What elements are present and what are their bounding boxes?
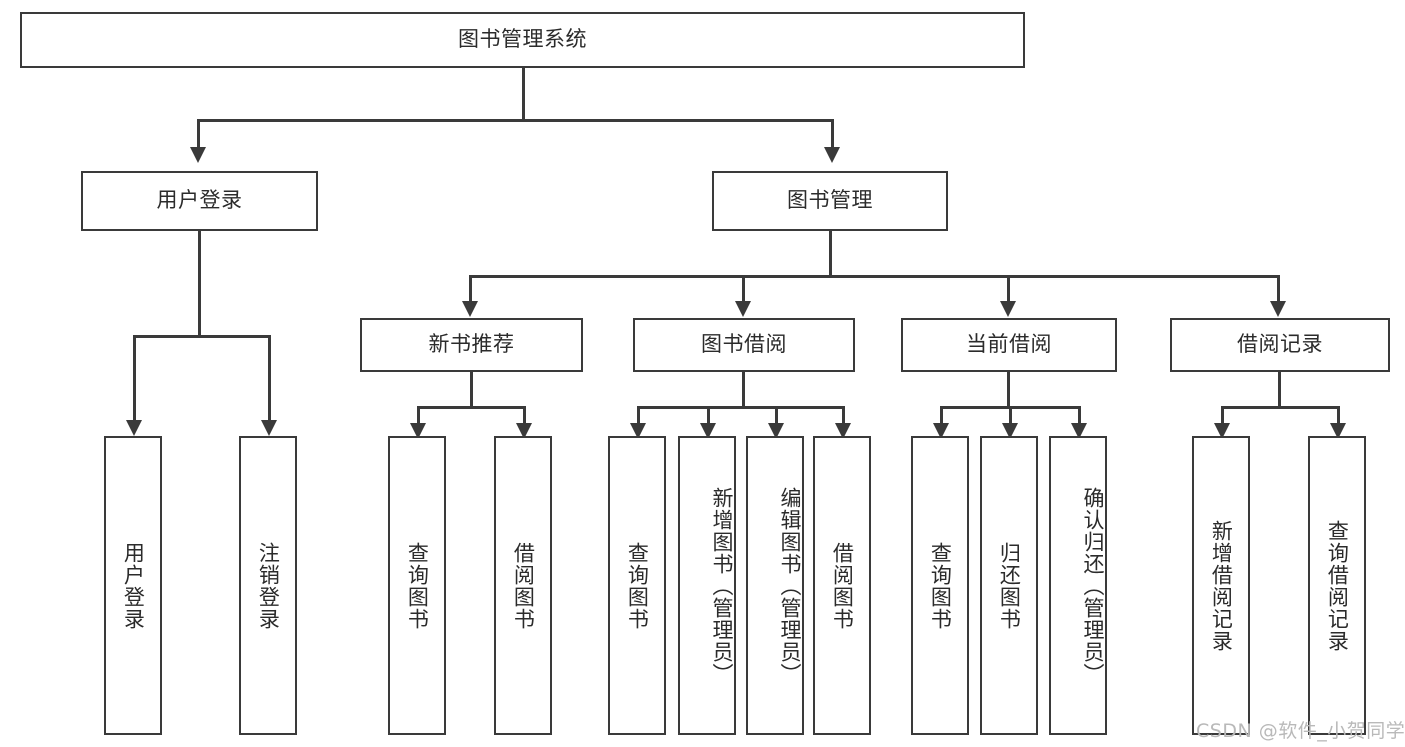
node-label: 图书管理系统 — [458, 27, 587, 52]
connector-drop-current-borrow — [1007, 275, 1010, 301]
node-label: 查询图书 — [928, 541, 953, 630]
node-label: 图书管理 — [787, 188, 873, 213]
connector-drop-book-management — [831, 119, 834, 147]
node-root-book-management-system[interactable]: 图书管理系统 — [20, 12, 1025, 68]
node-label: 图书借阅 — [701, 332, 787, 357]
node-book-borrow[interactable]: 图书借阅 — [633, 318, 855, 372]
leaf-borrow-record-query-record[interactable]: 查询借阅记录 — [1308, 436, 1366, 735]
arrowhead-book-management — [824, 147, 840, 163]
arrowhead-leaf-bb-4 — [835, 423, 851, 439]
arrowhead-leaf-cb-1 — [933, 423, 949, 439]
arrowhead-new-book-recommend — [462, 301, 478, 317]
connector-drop-book-borrow — [742, 275, 745, 301]
connector-book-management-stem — [829, 231, 832, 275]
node-label: 借阅图书 — [511, 541, 536, 630]
leaf-current-borrow-return-book[interactable]: 归还图书 — [980, 436, 1038, 735]
connector-drop-leaf-nbr-1 — [417, 406, 420, 423]
arrowhead-leaf-user-login-1 — [126, 420, 142, 436]
connector-drop-leaf-cb-3 — [1078, 406, 1081, 423]
connector-drop-leaf-br-2 — [1337, 406, 1340, 423]
node-book-management[interactable]: 图书管理 — [712, 171, 948, 231]
connector-drop-leaf-nbr-2 — [523, 406, 526, 423]
connector-borrow-record-bus — [1221, 406, 1339, 409]
arrowhead-leaf-bb-1 — [630, 423, 646, 439]
node-label: 查询借阅记录 — [1325, 519, 1350, 652]
connector-drop-new-book-recommend — [469, 275, 472, 301]
node-label: 编辑图书（管理员） — [778, 486, 802, 685]
arrowhead-book-borrow — [735, 301, 751, 317]
node-label: 归还图书 — [997, 541, 1022, 630]
connector-drop-leaf-bb-4 — [842, 406, 845, 423]
connector-drop-leaf-bb-3 — [775, 406, 778, 423]
node-new-book-recommend[interactable]: 新书推荐 — [360, 318, 583, 372]
connector-user-login-stem — [198, 231, 201, 335]
leaf-book-borrow-borrow-book[interactable]: 借阅图书 — [813, 436, 871, 735]
arrowhead-leaf-bb-2 — [700, 423, 716, 439]
node-label: 确认归还（管理员） — [1081, 486, 1105, 685]
node-label: 新增图书（管理员） — [710, 486, 734, 685]
arrowhead-leaf-cb-2 — [1002, 423, 1018, 439]
connector-new-book-recommend-bus — [417, 406, 525, 409]
leaf-new-book-query-book[interactable]: 查询图书 — [388, 436, 446, 735]
leaf-current-borrow-query-book[interactable]: 查询图书 — [911, 436, 969, 735]
arrowhead-leaf-br-1 — [1214, 423, 1230, 439]
leaf-user-login-logout[interactable]: 注销登录 — [239, 436, 297, 735]
connector-user-login-bus — [133, 335, 270, 338]
arrowhead-leaf-user-login-2 — [261, 420, 277, 436]
leaf-borrow-record-add-record[interactable]: 新增借阅记录 — [1192, 436, 1250, 735]
node-current-borrow[interactable]: 当前借阅 — [901, 318, 1117, 372]
node-label: 新书推荐 — [428, 332, 515, 357]
connector-drop-leaf-cb-1 — [940, 406, 943, 423]
node-label: 注销登录 — [256, 541, 281, 630]
node-label: 借阅记录 — [1237, 332, 1323, 357]
connector-drop-user-login — [197, 119, 200, 147]
connector-borrow-record-stem — [1278, 372, 1281, 406]
connector-drop-leaf-bb-1 — [637, 406, 640, 423]
connector-book-borrow-bus — [637, 406, 844, 409]
node-label: 查询图书 — [625, 541, 650, 630]
connector-current-borrow-stem — [1007, 372, 1010, 406]
leaf-user-login-login[interactable]: 用户登录 — [104, 436, 162, 735]
leaf-book-borrow-edit-book-admin[interactable]: 编辑图书（管理员） — [746, 436, 804, 735]
arrowhead-borrow-record — [1270, 301, 1286, 317]
connector-level3-bus — [469, 275, 1279, 278]
connector-drop-leaf-user-login-1 — [133, 335, 136, 420]
leaf-current-borrow-confirm-return-admin[interactable]: 确认归还（管理员） — [1049, 436, 1107, 735]
leaf-book-borrow-add-book-admin[interactable]: 新增图书（管理员） — [678, 436, 736, 735]
node-label: 用户登录 — [156, 188, 243, 213]
connector-level2-bus — [197, 119, 834, 122]
node-label: 用户登录 — [121, 541, 146, 630]
node-label: 新增借阅记录 — [1209, 519, 1234, 652]
csdn-watermark: CSDN @软件_小贺同学 — [1196, 720, 1405, 742]
arrowhead-user-login — [190, 147, 206, 163]
arrowhead-leaf-nbr-1 — [410, 423, 426, 439]
arrowhead-current-borrow — [1000, 301, 1016, 317]
connector-drop-borrow-record — [1277, 275, 1280, 301]
node-user-login[interactable]: 用户登录 — [81, 171, 318, 231]
connector-drop-leaf-cb-2 — [1009, 406, 1012, 423]
connector-drop-leaf-user-login-2 — [268, 335, 271, 420]
node-borrow-record[interactable]: 借阅记录 — [1170, 318, 1390, 372]
arrowhead-leaf-nbr-2 — [516, 423, 532, 439]
connector-drop-leaf-br-1 — [1221, 406, 1224, 423]
leaf-book-borrow-query-book[interactable]: 查询图书 — [608, 436, 666, 735]
connector-root-stem — [522, 68, 525, 119]
connector-drop-leaf-bb-2 — [707, 406, 710, 423]
arrowhead-leaf-cb-3 — [1071, 423, 1087, 439]
node-label: 查询图书 — [405, 541, 430, 630]
leaf-new-book-borrow-book[interactable]: 借阅图书 — [494, 436, 552, 735]
arrowhead-leaf-br-2 — [1330, 423, 1346, 439]
arrowhead-leaf-bb-3 — [768, 423, 784, 439]
connector-book-borrow-stem — [742, 372, 745, 406]
connector-new-book-recommend-stem — [470, 372, 473, 406]
node-label: 当前借阅 — [966, 332, 1052, 357]
node-label: 借阅图书 — [830, 541, 855, 630]
